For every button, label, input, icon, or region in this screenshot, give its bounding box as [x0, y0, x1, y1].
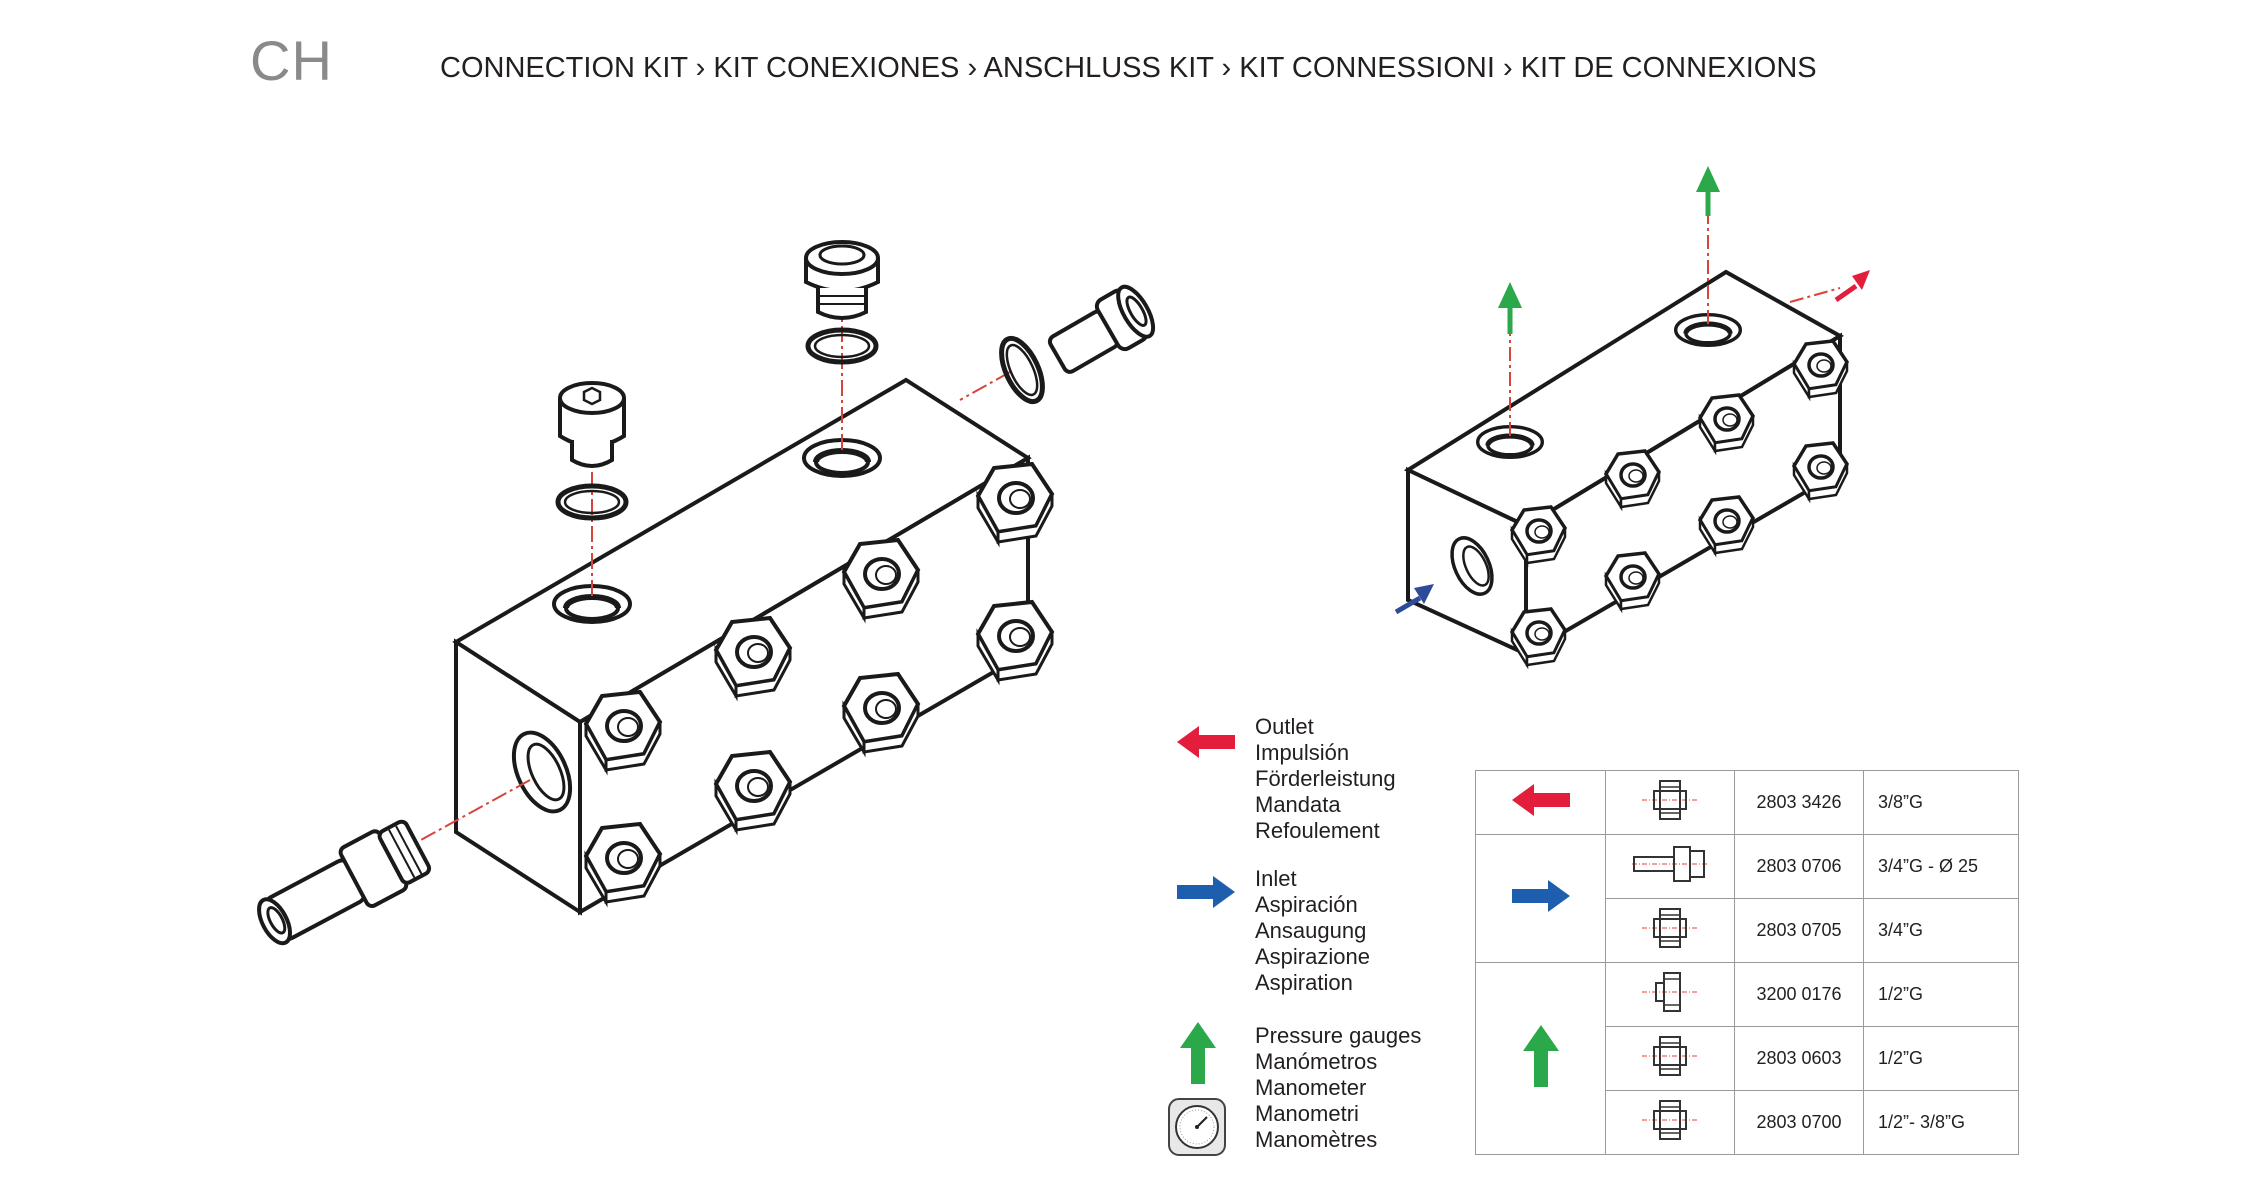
- legend-gauges-line: Pressure gauges: [1255, 1023, 1422, 1048]
- legend-gauges: Pressure gauges Manómetros Manometer Man…: [1255, 1023, 1421, 1153]
- legend-outlet: Outlet Impulsión Förderleistung Mandata …: [1255, 714, 1396, 844]
- legend-gauges-line: Manometer: [1255, 1075, 1367, 1100]
- fitting-icon-cell: [1605, 898, 1735, 963]
- legend-gauges-line: Manomètres: [1255, 1127, 1378, 1152]
- red-arrow-left-icon: [1511, 784, 1570, 816]
- kit-size: 3/4”G - Ø 25: [1863, 834, 2019, 899]
- hose-tail-icon-cell: [1605, 834, 1735, 899]
- gauge-group-cell: [1475, 962, 1606, 1155]
- hose-tail-fitting: [257, 819, 432, 946]
- fitting-icon: [1642, 1100, 1698, 1140]
- outlet-group-cell: [1475, 770, 1606, 835]
- legend-gauges-line: Manometri: [1255, 1101, 1359, 1126]
- kit-code: 2803 0700: [1734, 1090, 1864, 1155]
- kit-size: 3/8”G: [1863, 770, 2019, 835]
- pressure-gauge-icon: [1168, 1098, 1226, 1156]
- kit-code: 2803 0706: [1734, 834, 1864, 899]
- assembled-manifold: [1394, 166, 1870, 667]
- fitting-icon-cell: [1605, 1090, 1735, 1155]
- inlet-arrow: [1394, 584, 1434, 615]
- kit-code: 2803 0705: [1734, 898, 1864, 963]
- legend-outlet-line: Förderleistung: [1255, 766, 1396, 791]
- page-code: CH: [250, 29, 333, 92]
- inlet-group-cell: [1475, 834, 1606, 963]
- legend-inlet-line: Ansaugung: [1255, 918, 1367, 943]
- green-arrow-up-icon: [1522, 1025, 1559, 1087]
- table-row: 3200 0176 1/2”G: [1475, 962, 2019, 1155]
- page-title: CONNECTION KIT › KIT CONEXIONES › ANSCHL…: [440, 52, 1817, 84]
- exploded-manifold: [257, 240, 1156, 946]
- nipple-fitting: [804, 240, 880, 320]
- fitting-icon-cell: [1605, 1026, 1735, 1091]
- kit-size: 1/2”G: [1863, 962, 2019, 1027]
- table-row: 2803 0603 1/2”G: [1476, 1026, 2019, 1091]
- legend-inlet: Inlet Aspiración Ansaugung Aspirazione A…: [1255, 866, 1370, 996]
- plug-fitting: [558, 381, 626, 468]
- legend-inlet-line: Aspirazione: [1255, 944, 1370, 969]
- table-row: 2803 0700 1/2”- 3/8”G: [1476, 1090, 2019, 1155]
- legend-outlet-line: Mandata: [1255, 792, 1341, 817]
- side-nipple-fitting: [1047, 284, 1156, 374]
- table-row: 2803 0705 3/4”G: [1476, 898, 2019, 963]
- legend-inlet-line: Aspiration: [1255, 970, 1353, 995]
- outlet-arrow: [1834, 270, 1870, 303]
- hose-tail-fitting-icon: [1632, 846, 1708, 882]
- legend-outlet-line: Impulsión: [1255, 740, 1350, 765]
- kit-table: 2803 3426 3/8”G 2803 0706 3/4”G - Ø 25: [1475, 770, 2019, 1155]
- table-row: 2803 0706 3/4”G - Ø 25: [1475, 834, 2019, 963]
- blue-arrow-right-icon: [1511, 880, 1570, 912]
- fitting-icon: [1642, 908, 1698, 948]
- legend-outlet-line: Refoulement: [1255, 818, 1380, 843]
- kit-code: 2803 3426: [1734, 770, 1864, 835]
- kit-code: 3200 0176: [1734, 962, 1864, 1027]
- kit-code: 2803 0603: [1734, 1026, 1864, 1091]
- plug-icon-cell: [1605, 962, 1735, 1027]
- plug-icon: [1642, 972, 1698, 1012]
- kit-size: 1/2”G: [1863, 1026, 2019, 1091]
- fitting-icon: [1642, 780, 1698, 820]
- legend-inlet-line: Inlet: [1255, 866, 1297, 891]
- legend-gauges-line: Manómetros: [1255, 1049, 1378, 1074]
- fitting-icon-cell: [1605, 770, 1735, 835]
- kit-size: 3/4”G: [1863, 898, 2019, 963]
- blue-arrow-right-icon: [1177, 876, 1235, 908]
- fitting-icon: [1642, 1036, 1698, 1076]
- legend-outlet-line: Outlet: [1255, 714, 1314, 739]
- kit-size: 1/2”- 3/8”G: [1863, 1090, 2019, 1155]
- red-arrow-left-icon: [1177, 726, 1235, 758]
- gauge-arrow-2: [1696, 166, 1720, 216]
- legend-inlet-line: Aspiración: [1255, 892, 1358, 917]
- gauge-arrow-1: [1498, 282, 1522, 334]
- table-row: 2803 3426 3/8”G: [1475, 770, 2019, 835]
- green-arrow-up-icon: [1180, 1022, 1216, 1084]
